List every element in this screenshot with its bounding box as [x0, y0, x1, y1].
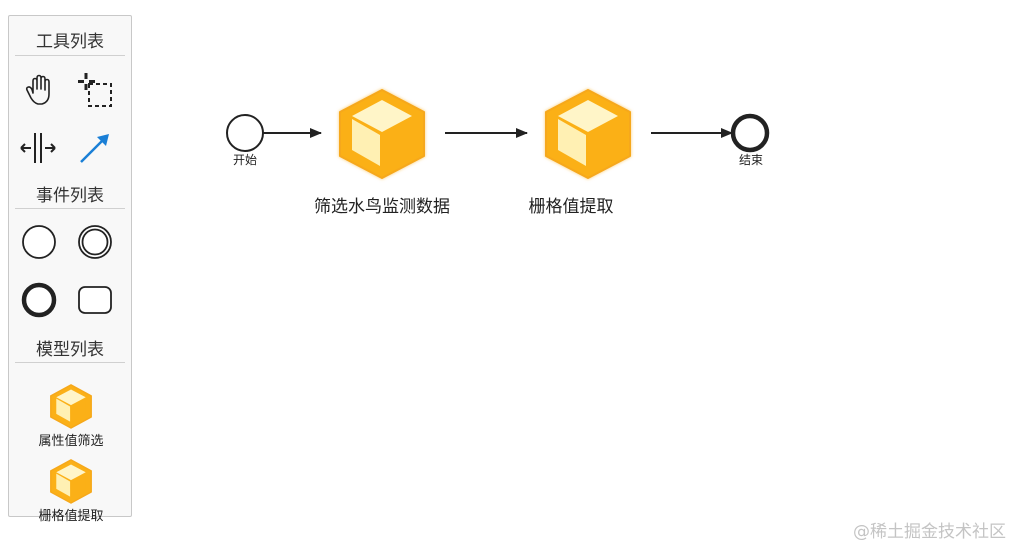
diagram-svg [226, 89, 770, 179]
space-tool[interactable] [19, 128, 59, 168]
model-item-attribute-filter[interactable]: 属性值筛选 [13, 383, 129, 449]
events-group-title: 事件列表 [36, 186, 104, 206]
model-item-raster-extract[interactable]: 栅格值提取 [13, 458, 129, 524]
models-group-title: 模型列表 [36, 340, 104, 360]
watermark: @稀土掘金技术社区 [853, 522, 1006, 542]
hand-icon [25, 74, 50, 105]
palette-panel: 工具列表 事件列表 [8, 15, 132, 524]
space-tool-icon [20, 133, 56, 163]
start-event-icon [22, 225, 56, 259]
lasso-select-icon [78, 73, 112, 107]
end-event[interactable] [730, 113, 770, 153]
task-label-1: 筛选水鸟监测数据 [314, 197, 450, 217]
task-cube-1[interactable] [339, 89, 425, 179]
model-item-label: 属性值筛选 [38, 434, 104, 449]
task-rounded-rect-icon [78, 286, 112, 314]
start-event[interactable] [226, 114, 264, 152]
divider [15, 362, 125, 363]
task-label-2: 栅格值提取 [528, 197, 614, 217]
task-tool[interactable] [75, 280, 115, 320]
hand-tool[interactable] [19, 70, 59, 110]
cube-icon [50, 459, 92, 504]
divider [15, 55, 125, 56]
task-cube-2[interactable] [545, 89, 631, 179]
intermediate-event-icon [78, 225, 112, 259]
lasso-tool[interactable] [75, 70, 115, 110]
connect-arrow-icon [80, 134, 109, 163]
divider [15, 208, 125, 209]
model-item-label: 栅格值提取 [38, 509, 104, 524]
end-event-icon [21, 282, 57, 318]
intermediate-event-tool[interactable] [75, 222, 115, 262]
connect-tool[interactable] [75, 128, 115, 168]
diagram-canvas[interactable]: 开始 筛选水鸟监测数据 栅格值提取 结束 [140, 0, 1014, 550]
start-event-label: 开始 [232, 153, 258, 167]
tools-group-title: 工具列表 [36, 32, 104, 52]
end-event-label: 结束 [738, 153, 764, 167]
start-event-tool[interactable] [19, 222, 59, 262]
cube-icon [50, 384, 92, 429]
end-event-tool[interactable] [19, 280, 59, 320]
